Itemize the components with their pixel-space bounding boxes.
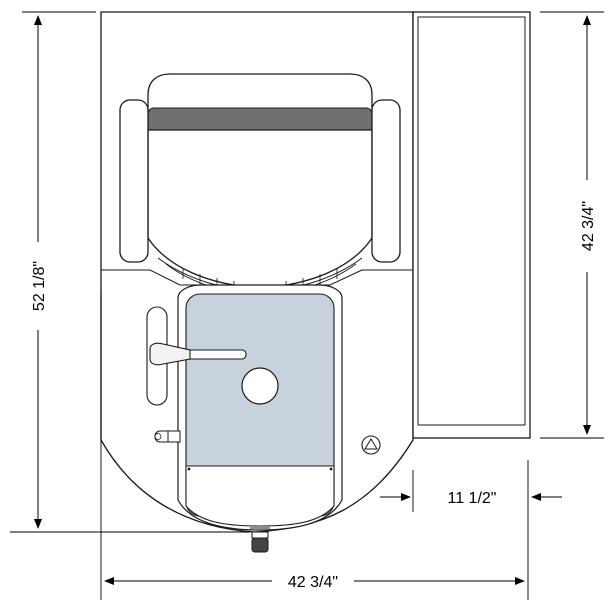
height-left-label: 52 1/8"	[31, 261, 48, 311]
faucet-lever	[149, 342, 191, 366]
right-armrest	[371, 99, 401, 263]
side-step-inner	[417, 16, 526, 426]
diverter-center	[154, 433, 162, 440]
door-latch-handle	[251, 537, 269, 553]
seat-cushion	[147, 129, 373, 289]
height-right-label: 42 3/4"	[580, 201, 597, 251]
screw-mark	[187, 467, 191, 471]
height-left-label-bg	[28, 242, 48, 330]
diverter-cap	[167, 430, 181, 443]
width-bottom-label: 42 3/4"	[288, 574, 338, 591]
drain	[241, 367, 279, 405]
screw-mark	[329, 467, 333, 471]
extension-lines	[10, 11, 604, 600]
width-bottom-label-bg	[272, 571, 354, 591]
door-latch	[251, 531, 269, 539]
height-right-label-bg	[577, 180, 597, 272]
left-armrest	[119, 99, 149, 263]
jet-control-triangle	[364, 438, 378, 450]
step-width-label: 11 1/2"	[448, 490, 497, 507]
footrest-step	[185, 465, 335, 527]
seat-backrest	[147, 73, 373, 119]
